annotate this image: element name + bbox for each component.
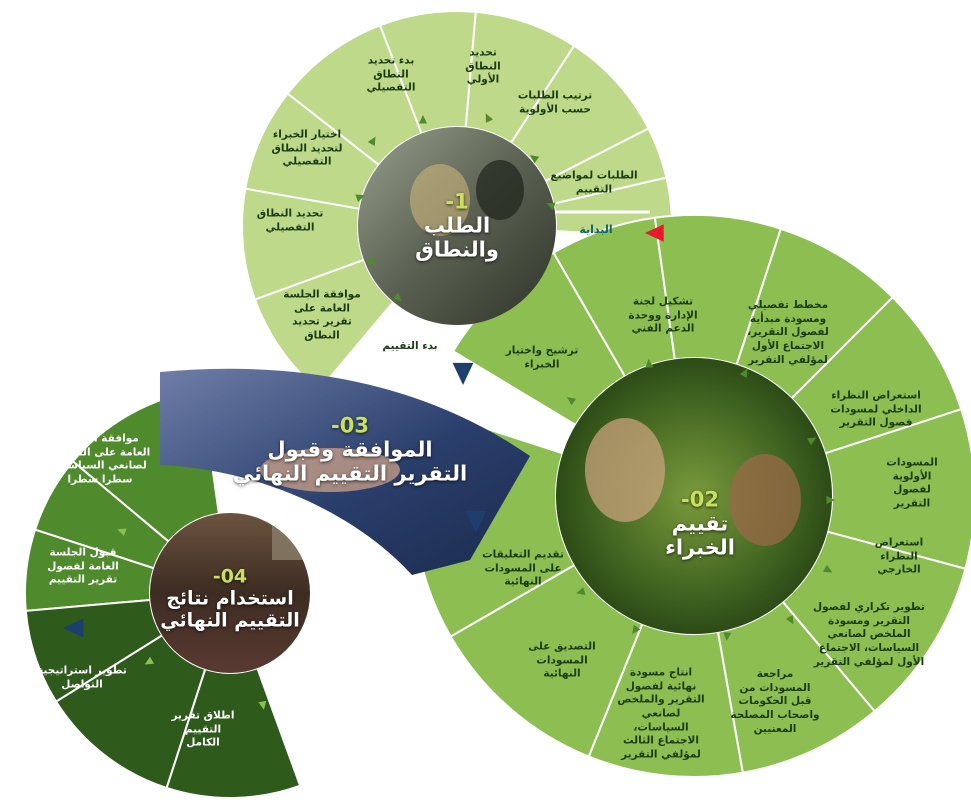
monkey-figure — [410, 164, 470, 236]
step-pointer-icon — [367, 257, 377, 265]
step-pointer-icon — [632, 624, 641, 635]
stage-transition-arrow-icon — [63, 618, 84, 638]
stage-2-step-1-label: ترشيح واختيار الخبراء — [505, 344, 579, 370]
step-pointer-icon — [529, 155, 540, 164]
step-pointer-icon — [419, 115, 427, 124]
stage-3-title: 03- الموافقة وقبول التقرير التقييم النها… — [233, 390, 467, 487]
stage-2-step-8-label: مراجعة المسودات من قبل الحكومات واصحاب ا… — [730, 667, 820, 735]
step-pointer-icon — [723, 632, 732, 641]
stage-2-step-10-label: التصديق على المسودات النهائية — [528, 640, 596, 680]
stage-3-step-1-label: موافقة الجلسة العامة على الملخص لصانعي ا… — [49, 432, 151, 486]
stage-1-step-2-label: ترتيب الطلبات حسب الأولوية — [517, 89, 593, 115]
stage-1-number: 1- — [445, 189, 469, 214]
step-pointer-icon — [367, 136, 376, 147]
stage-4-title-text: استخدام نتائج التقييم النهائي — [160, 587, 300, 631]
stage-2-step-9-label: انتاج مسودة نهائية لفصول التقرير والملخص… — [617, 666, 705, 761]
step-pointer-icon — [258, 700, 267, 710]
stage-4-number: 04- — [212, 565, 248, 588]
stage-1-step-6-label: تحديد النطاق التفصيلي — [256, 207, 324, 233]
stage-1-step-8-label: بدء التقييم — [382, 340, 438, 353]
step-pointer-icon — [546, 202, 556, 210]
step-pointer-icon — [826, 496, 835, 504]
stage-4-step-3-label: دعم استخدام نتائج التقييم — [289, 686, 357, 712]
stage-2-step-11-label: تقديم التعليقات على المسودات النهائية — [482, 548, 564, 588]
step-pointer-icon — [355, 194, 365, 202]
stage-1-step-5-label: اختيار الخبراء لتحديد النطاق التفصيلي — [271, 128, 343, 168]
stage-2-step-4-label: استعراض النظراء الداخلي لمسودات فصول الت… — [830, 389, 922, 429]
stage-1-step-3-label: تحديد النطاق الأولي — [465, 46, 501, 86]
stage-2-step-5-label: المسودات الأولوية لفصول التقرير — [886, 456, 938, 510]
step-pointer-icon — [785, 614, 794, 625]
step-pointer-icon — [576, 587, 586, 595]
stage-4-step-1-label: تطوير استراتيجية التواصل — [37, 664, 127, 690]
stage-3-title-text: الموافقة وقبول التقرير التقييم النهائي — [232, 438, 468, 487]
stage-1-step-7-label: موافقة الجلسة العامة على تقرير تحديد الن… — [283, 288, 361, 342]
stage-2-title-text: تقييم الخبراء — [665, 512, 735, 561]
stage-3-step-2-label: قبول الجلسة العامة لفصول تقرير التقييم — [47, 546, 119, 586]
stage-1-step-1-label: الطلبات لمواضيع التقييم — [550, 169, 638, 195]
stage-2-step-3-label: مخطط تفصيلي ومسودة مبدأية لفصول التقرير،… — [747, 298, 829, 366]
step-pointer-icon — [392, 292, 402, 302]
stage-1-title: 1- الطلب والنطاق — [415, 166, 499, 263]
lecture-audience-photo — [150, 513, 310, 673]
stage-3-photo-band — [160, 368, 530, 575]
stage-transition-arrow-icon — [465, 510, 487, 533]
step-pointer-icon — [645, 359, 654, 368]
monkey-figure — [476, 160, 524, 220]
start-arrow-icon — [645, 224, 664, 242]
stage-4-step-2-label: اطلاق تقرير التقييم الكامل — [171, 709, 235, 749]
researcher-face — [729, 454, 801, 546]
stage-2-step-6-label: استعراض النظراء الخارجي — [874, 536, 924, 576]
stage-2-number: 02- — [681, 487, 719, 512]
step-pointer-icon — [806, 437, 817, 446]
stage-2-title: 02- تقييم الخبراء — [665, 464, 735, 561]
step-pointer-icon — [739, 368, 748, 379]
step-pointer-icon — [822, 564, 833, 573]
handshake-hands — [260, 448, 400, 492]
step-pointer-icon — [144, 656, 155, 665]
stage-3-number: 03- — [331, 413, 369, 438]
step-pointer-icon — [117, 528, 127, 536]
stage-3-step-2-segment — [24, 528, 156, 612]
step-pointer-icon — [485, 113, 494, 123]
start-label: البداية — [579, 222, 613, 236]
stage-2-step-2-label: تشكيل لجنة الإدارة ووحدة الدعم الفني — [628, 295, 698, 335]
stage-1-step-4-label: بدء تحديد النطاق التفصيلي — [366, 54, 416, 94]
stage-4-title: 04- استخدام نتائج التقييم النهائي — [160, 544, 300, 631]
stage-1-title-text: الطلب والنطاق — [415, 214, 499, 263]
stage-transition-arrow-icon — [452, 362, 474, 385]
stage-2-step-7-label: تطوير تكراري لفصول التقرير ومسودة الملخص… — [813, 600, 925, 668]
step-pointer-icon — [566, 397, 577, 406]
researcher-face — [585, 418, 665, 522]
